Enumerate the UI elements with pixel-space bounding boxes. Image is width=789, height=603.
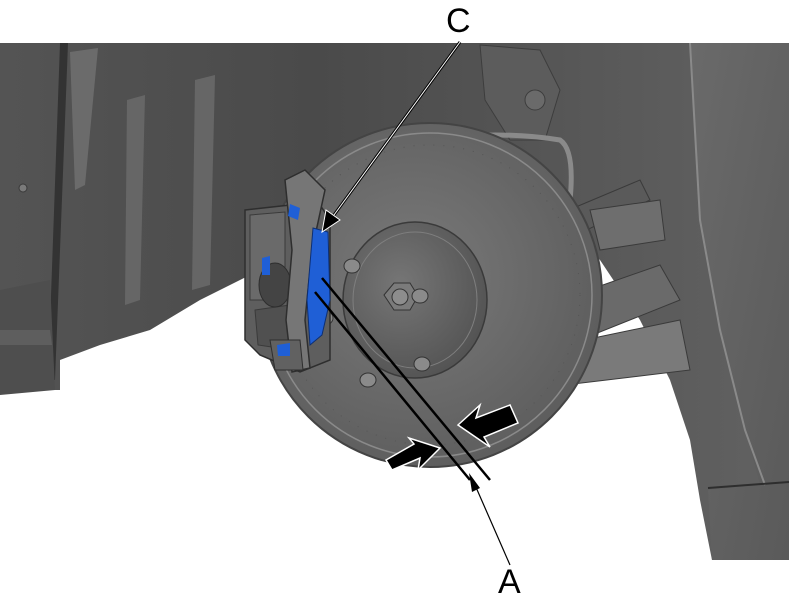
thickness-reference-lines	[314, 277, 491, 481]
brake-disc	[257, 122, 603, 468]
callout-c-leader	[321, 41, 462, 234]
callout-a-leader	[469, 473, 511, 566]
callout-label-a: A	[498, 563, 521, 601]
wheel-well-liner	[0, 42, 789, 560]
measurement-arrow-inner	[456, 402, 519, 448]
brake-pad	[262, 204, 331, 356]
measurement-arrow-outer	[384, 436, 442, 473]
callout-label-c: C	[446, 2, 471, 40]
